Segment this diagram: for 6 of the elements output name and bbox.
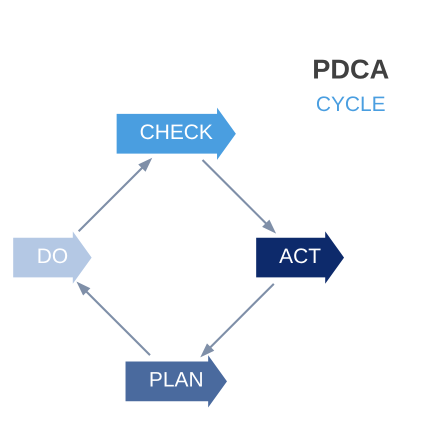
- arrow: [77, 158, 152, 232]
- label: PDCA: [312, 54, 389, 84]
- arrow: [200, 283, 274, 358]
- label: CYCLE: [315, 93, 386, 116]
- arrow: [76, 282, 150, 356]
- arrow: [201, 159, 276, 234]
